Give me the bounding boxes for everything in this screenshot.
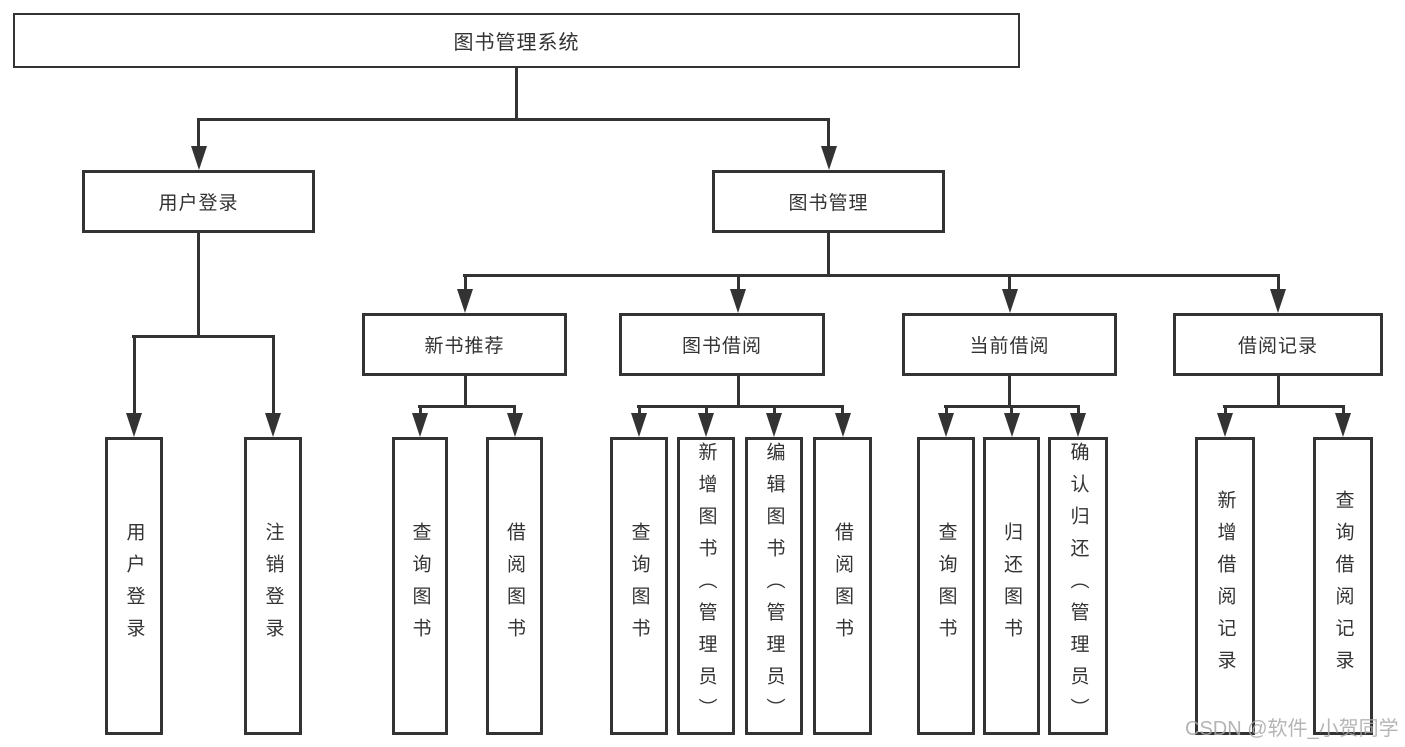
connector-borrowing-records-stem [1276, 376, 1280, 405]
arrow-head [1070, 413, 1086, 437]
connector-drop [1223, 405, 1227, 413]
connector-to-current-borrowing [1008, 274, 1011, 289]
connector-to-new-book [463, 274, 467, 289]
connector-drop [1076, 405, 1080, 413]
node-borrowing-records: 借阅记录 [1173, 313, 1383, 376]
node-current-borrowing: 当前借阅 [902, 313, 1117, 376]
connector-root-stem [515, 68, 518, 118]
connector-user-login-rail [132, 335, 274, 338]
arrow-head [412, 413, 428, 437]
arrow-head [1335, 413, 1351, 437]
arrow-head [730, 289, 746, 313]
leaf-label: 查询图书 [628, 522, 650, 650]
leaf-label: 借阅图书 [832, 522, 853, 650]
connector-user-login-stem [197, 233, 200, 335]
leaf-label: 借阅图书 [504, 522, 525, 650]
arrow-head [820, 146, 837, 170]
connector-level1-rail [197, 118, 830, 121]
leaf-label: 新增图书（管理员） [695, 442, 717, 730]
leaf-add-book-admin: 新增图书（管理员） [677, 437, 735, 735]
leaf-label: 归还图书 [1001, 522, 1022, 650]
connector-drop [704, 405, 708, 413]
connector-to-book-management [827, 118, 830, 148]
leaf-edit-book-admin: 编辑图书（管理员） [745, 437, 803, 735]
leaf-return-book: 归还图书 [983, 437, 1040, 735]
leaf-borrow-books-borrowing: 借阅图书 [813, 437, 872, 735]
connector-new-book-stem [463, 376, 467, 405]
leaf-label: 编辑图书（管理员） [763, 442, 785, 730]
connector-new-book-rail [418, 405, 516, 408]
leaf-borrow-books-recommend: 借阅图书 [486, 437, 543, 735]
arrow-head [265, 413, 281, 437]
arrow-head [506, 413, 523, 437]
leaf-search-borrow-record: 查询借阅记录 [1313, 437, 1373, 735]
connector-current-borrowing-stem [1008, 376, 1011, 405]
leaf-user-login: 用户登录 [105, 437, 163, 735]
connector-drop [1010, 405, 1013, 413]
connector-drop [772, 405, 776, 413]
leaf-label: 查询图书 [935, 522, 957, 650]
arrow-head [938, 413, 954, 437]
leaf-search-books-current: 查询图书 [917, 437, 975, 735]
arrow-head [1217, 413, 1233, 437]
node-user-login: 用户登录 [82, 170, 315, 233]
connector-to-user-login [197, 118, 200, 148]
connector-book-mgmt-stem [827, 233, 830, 274]
arrow-head [766, 413, 782, 437]
node-book-borrowing: 图书借阅 [619, 313, 825, 376]
leaf-label: 查询图书 [409, 522, 431, 650]
leaf-confirm-return-admin: 确认归还（管理员） [1048, 437, 1108, 735]
arrow-head [457, 289, 473, 313]
arrow-head [698, 413, 714, 437]
connector-drop [513, 405, 516, 413]
node-library-system-root: 图书管理系统 [13, 13, 1020, 68]
arrow-head [631, 413, 647, 437]
arrow-head [126, 413, 142, 437]
connector-to-leaf-logout [271, 335, 275, 413]
leaf-search-books-borrowing: 查询图书 [610, 437, 668, 735]
connector-to-book-borrowing [736, 274, 740, 289]
node-new-book-recommendation: 新书推荐 [362, 313, 567, 376]
arrow-head [190, 146, 207, 170]
connector-to-leaf-user-login [132, 335, 136, 413]
leaf-search-books-recommend: 查询图书 [392, 437, 448, 735]
connector-book-borrowing-stem [736, 376, 740, 405]
leaf-label: 用户登录 [123, 522, 145, 650]
leaf-label: 新增借阅记录 [1214, 490, 1236, 682]
leaf-label: 查询借阅记录 [1332, 490, 1354, 682]
connector-to-borrowing-records [1276, 274, 1280, 289]
connector-drop [418, 405, 422, 413]
node-book-management: 图书管理 [712, 170, 945, 233]
connector-drop [944, 405, 948, 413]
leaf-add-borrow-record: 新增借阅记录 [1195, 437, 1255, 735]
arrow-head [834, 413, 851, 437]
arrow-head [1270, 289, 1286, 313]
leaf-logout: 注销登录 [244, 437, 302, 735]
arrow-head [1003, 413, 1020, 437]
watermark: CSDN @软件_小贺同学 [1185, 718, 1399, 740]
connector-drop [841, 405, 844, 413]
connector-drop [637, 405, 641, 413]
leaf-label: 确认归还（管理员） [1067, 442, 1089, 730]
connector-drop [1341, 405, 1345, 413]
connector-borrowing-records-rail [1223, 405, 1345, 408]
connector-book-borrowing-rail [637, 405, 844, 408]
leaf-label: 注销登录 [262, 522, 284, 650]
connector-level2-rail [463, 274, 1280, 277]
arrow-head [1001, 289, 1018, 313]
